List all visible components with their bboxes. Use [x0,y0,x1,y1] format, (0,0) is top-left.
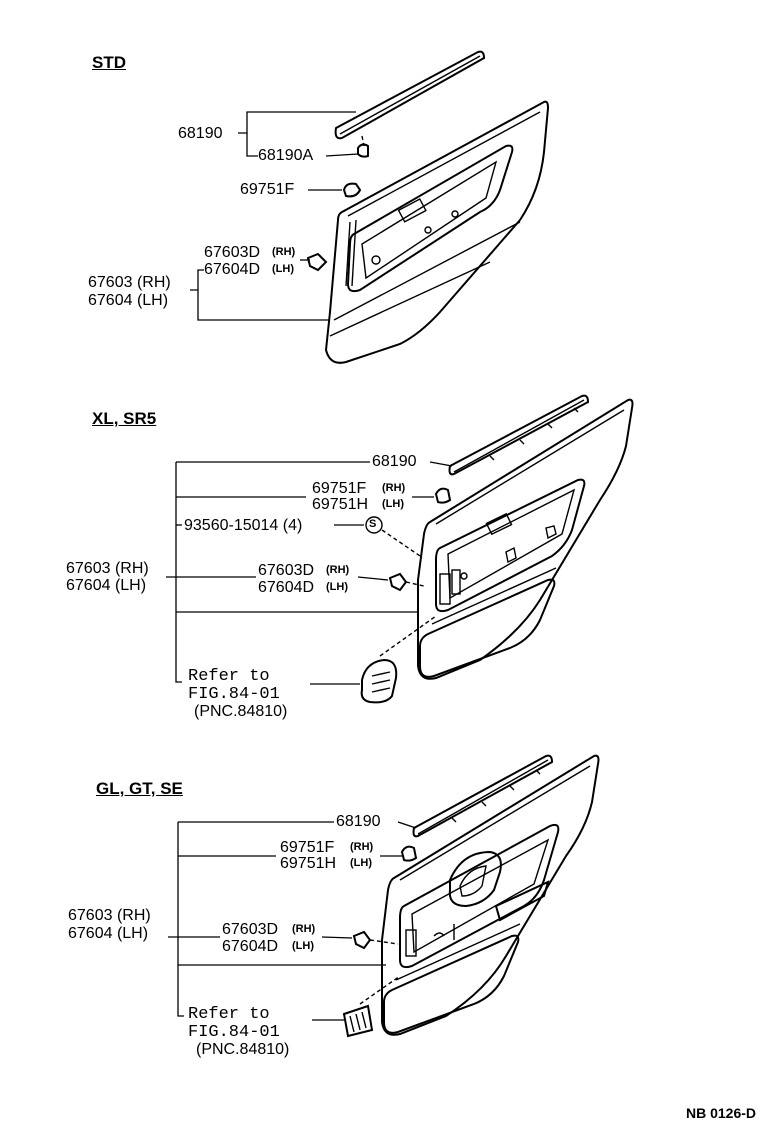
std-door-panel [324,100,550,364]
label-68190: 68190 [178,125,223,142]
xl-speaker-grille [360,658,398,704]
label-67604d: 67604D [222,938,279,955]
label-68190a: 68190A [258,147,314,164]
gl-clip-67603d [352,930,372,950]
label-69751h: 69751H [280,855,337,872]
label-67603d: 67603D [222,921,279,938]
figure-code: NB 0126-D [686,1105,757,1121]
refer-note-line2: FIG.84-01 [188,1023,280,1042]
refer-note-line3: (PNC.84810) [196,1041,290,1058]
label-69751f: 69751F [312,480,367,497]
gl-door-panel [381,754,600,1036]
label-67604d-side: (LH) [326,581,348,593]
section-title-xl-sr5: XL, SR5 [92,409,157,428]
xl-clip-69751f [434,487,452,504]
label-67603: 67603 (RH) [68,907,151,924]
label-68190: 68190 [372,453,417,470]
label-67603d-side: (RH) [292,923,316,935]
label-69751f: 69751F [240,181,295,198]
label-67603: 67603 (RH) [66,560,149,577]
std-weatherstrip [334,50,486,140]
label-67603d-side: (RH) [272,246,296,258]
label-67604d-side: (LH) [272,263,294,275]
label-68190: 68190 [336,813,381,830]
refer-note-line1: Refer to [188,667,270,686]
label-67603d-side: (RH) [326,564,350,576]
screw-symbol-letter: S [369,518,377,530]
section-title-gl-gt-se: GL, GT, SE [96,779,183,798]
refer-note-line2: FIG.84-01 [188,685,280,704]
std-clip-68190a [357,143,369,158]
section-title-std: STD [92,53,126,72]
xl-screw-symbol [365,516,383,534]
label-69751f-side: (RH) [382,482,406,494]
label-67603: 67603 (RH) [88,274,171,291]
label-67603d: 67603D [258,562,315,579]
label-67604: 67604 (LH) [66,577,147,594]
xl-weatherstrip [448,394,590,476]
label-69751h-side: (LH) [350,857,372,869]
label-69751h: 69751H [312,496,369,513]
label-67604: 67604 (LH) [88,292,169,309]
gl-speaker-grille [342,1004,374,1038]
refer-note-line1: Refer to [188,1005,270,1024]
label-67603d: 67603D [204,244,261,261]
label-69751f: 69751F [280,839,335,856]
xl-door-panel [417,398,634,680]
std-clip-67603d [306,252,328,272]
std-clip-69751f [342,182,362,198]
label-67604d: 67604D [258,579,315,596]
label-67604d: 67604D [204,261,261,278]
label-67604d-side: (LH) [292,940,314,952]
label-69751h-side: (LH) [382,498,404,510]
gl-weatherstrip [412,754,554,838]
label-93560: 93560-15014 (4) [184,517,303,534]
label-69751f-side: (RH) [350,841,374,853]
gl-clip-69751f [400,845,418,862]
label-67604: 67604 (LH) [68,925,149,942]
xl-clip-67603d [388,572,408,592]
refer-note-line3: (PNC.84810) [194,703,288,720]
